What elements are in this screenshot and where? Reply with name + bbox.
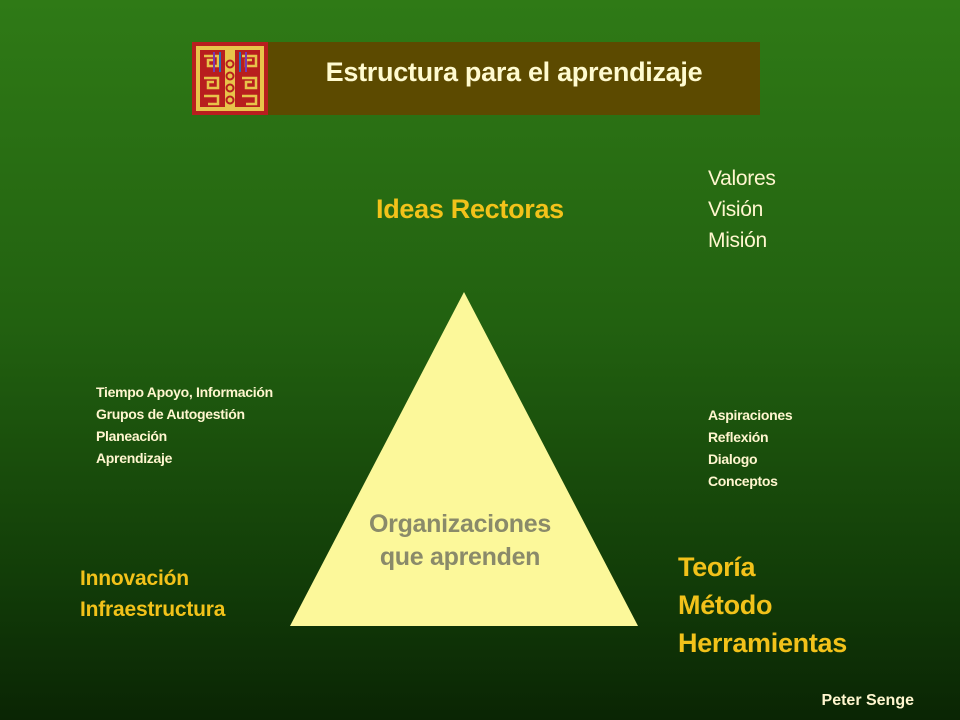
right-heading: Teoría Método Herramientas [678, 548, 847, 662]
list-item: Planeación [96, 428, 167, 444]
list-item: Valores [708, 167, 776, 190]
list-item: Aprendizaje [96, 450, 173, 466]
ideas-rectoras-heading: Ideas Rectoras [376, 194, 564, 224]
list-item: Dialogo [708, 451, 758, 467]
right-heading-line: Teoría [678, 552, 756, 582]
learning-triangle [290, 292, 638, 626]
center-line: Organizaciones [369, 510, 551, 538]
center-line: que aprenden [379, 543, 541, 571]
left-heading: Innovación Infraestructura [80, 563, 225, 625]
top-items-list: Valores Visión Misión [708, 163, 776, 256]
list-item: Aspiraciones [708, 407, 793, 423]
mola-pattern-icon [192, 42, 268, 115]
page-title: Estructura para el aprendizaje [325, 56, 703, 87]
left-heading-line: Infraestructura [80, 598, 226, 621]
list-item: Grupos de Autogestión [96, 406, 245, 422]
list-item: Reflexión [708, 429, 769, 445]
list-item: Visión [708, 198, 764, 221]
left-heading-line: Innovación [80, 567, 189, 590]
left-details-list: Tiempo Apoyo, Información Grupos de Auto… [96, 381, 273, 469]
list-item: Misión [708, 229, 767, 252]
right-details-list: Aspiraciones Reflexión Dialogo Conceptos [708, 404, 793, 492]
triangle-shape [290, 292, 638, 626]
center-label: Organizaciones que aprenden [330, 508, 590, 574]
list-item: Conceptos [708, 473, 778, 489]
list-item: Tiempo Apoyo, Información [96, 384, 273, 400]
right-heading-line: Herramientas [678, 628, 847, 658]
title-bar [192, 42, 760, 115]
author-credit: Peter Senge [821, 692, 914, 709]
right-heading-line: Método [678, 590, 773, 620]
